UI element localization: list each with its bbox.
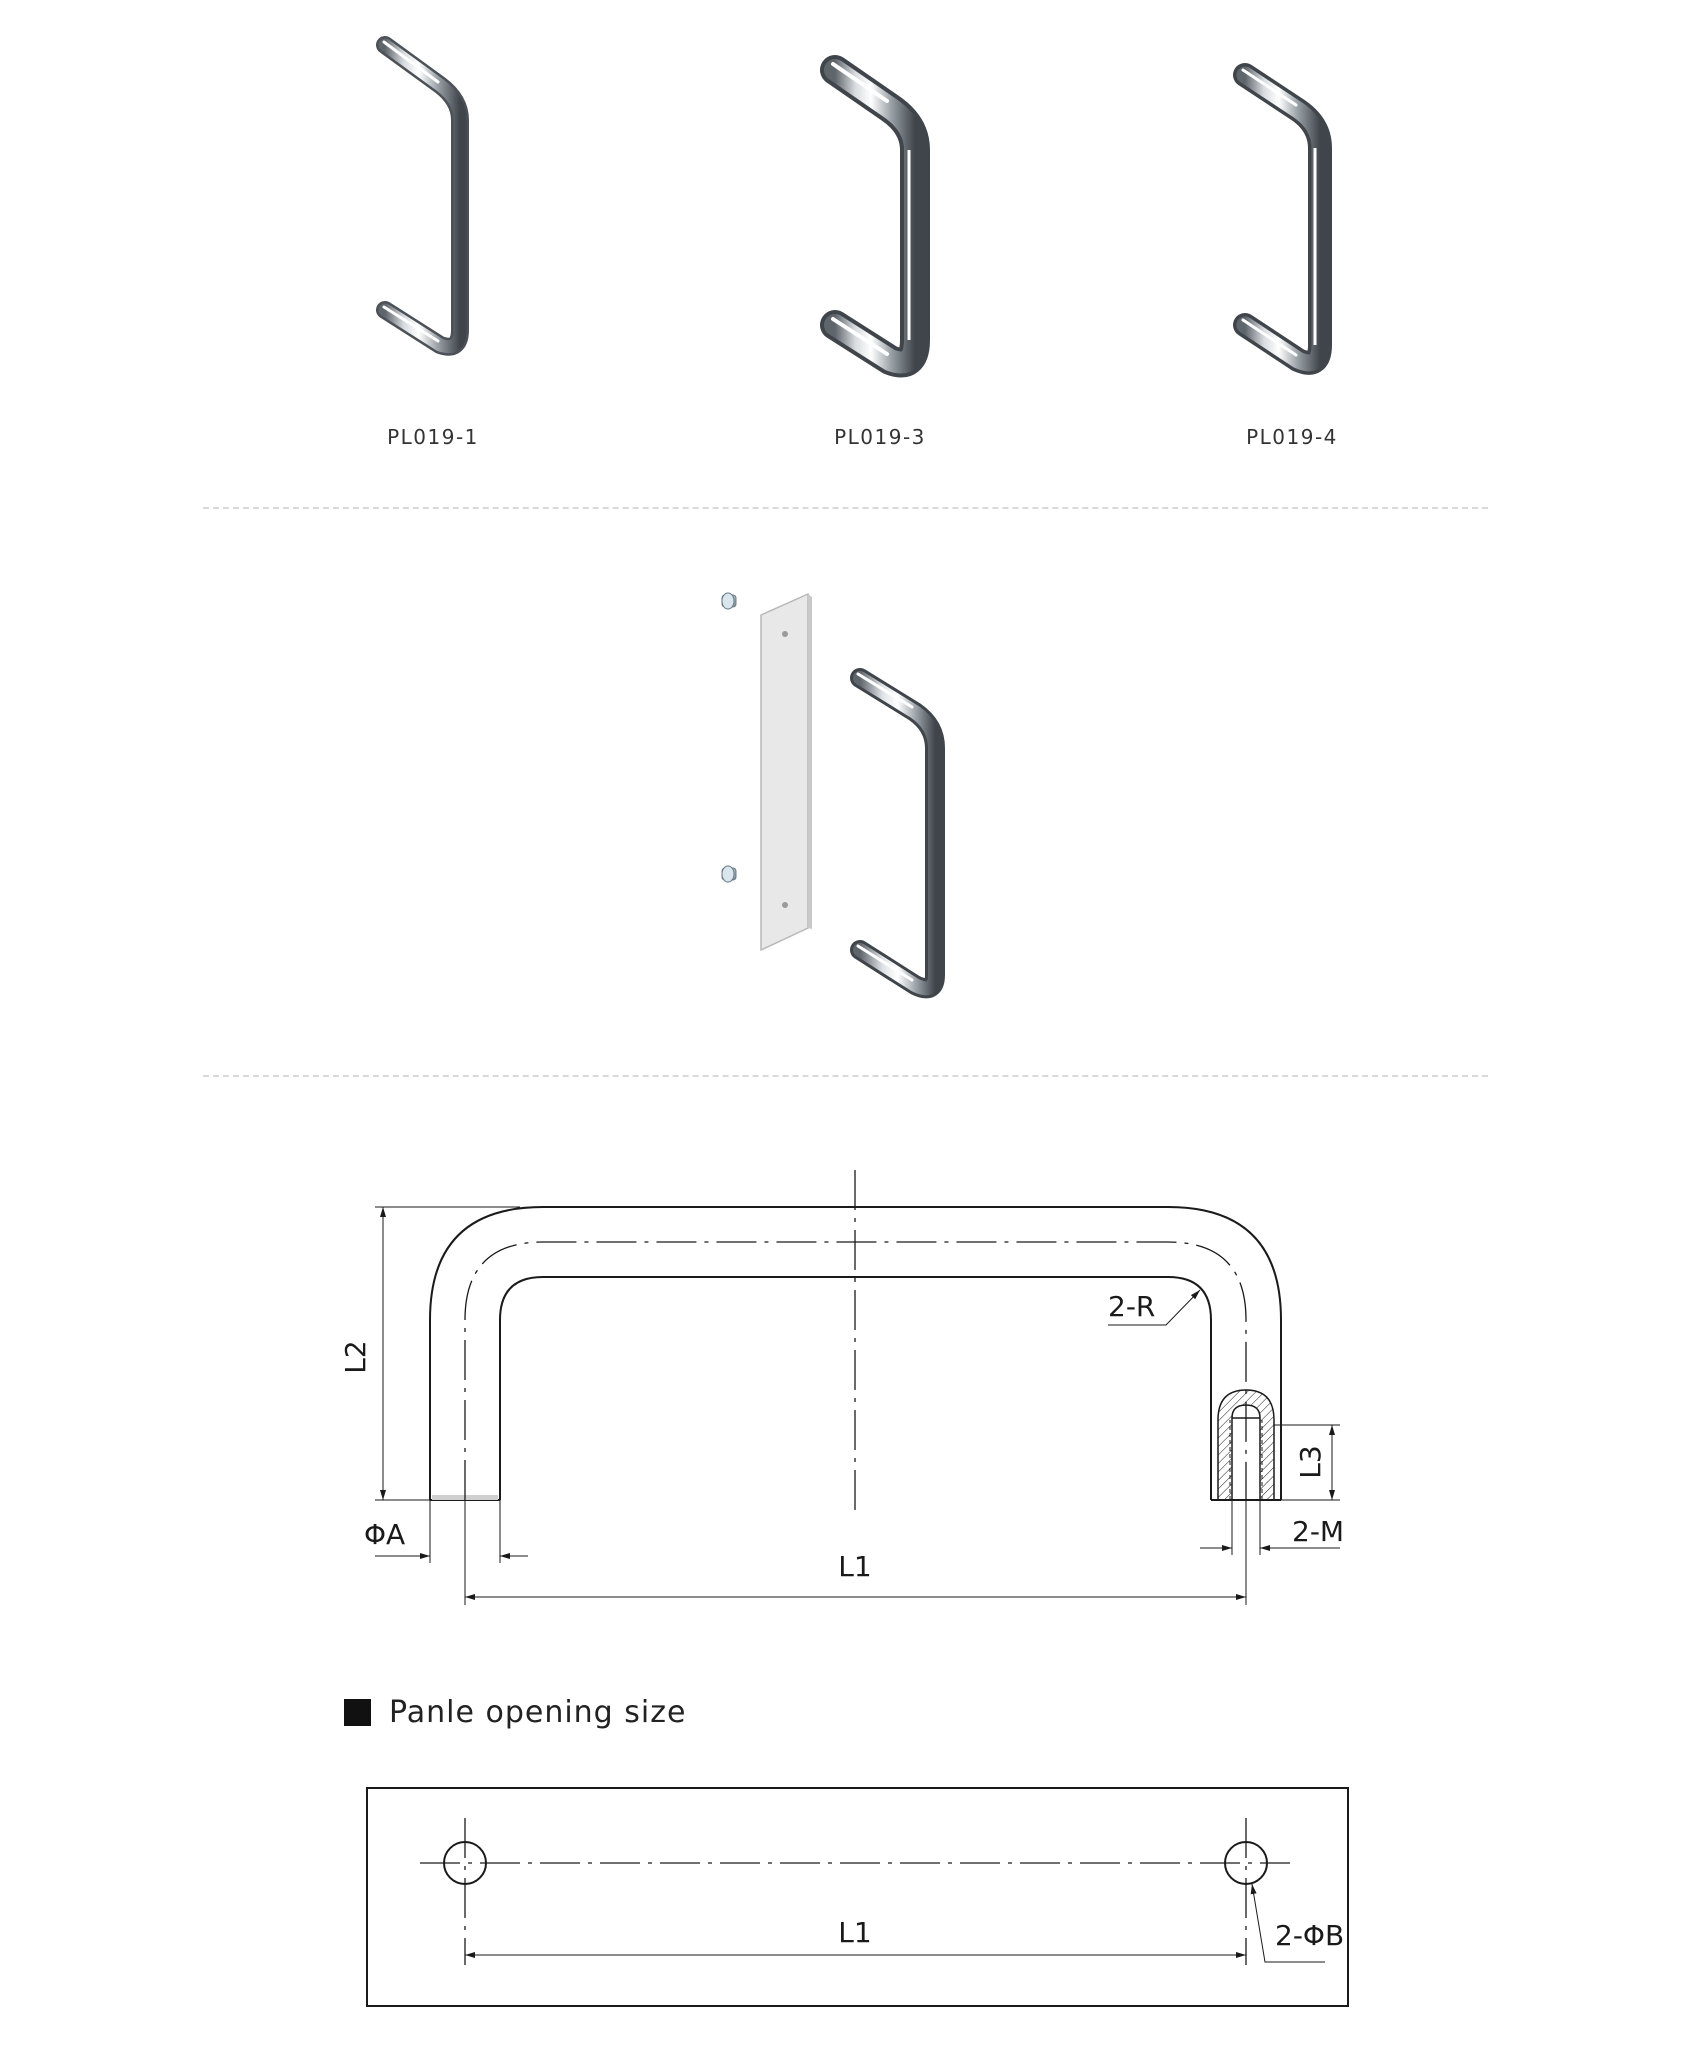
handle-assembly-image: [850, 668, 945, 999]
panel-opening-heading: Panle opening size: [344, 1695, 686, 1730]
product-code-pl019-4: PL019-4: [1246, 425, 1338, 449]
mounting-hole-right: [1224, 1841, 1268, 1885]
assembly-image: [721, 592, 945, 999]
dim-label-l1: L1: [838, 1550, 871, 1583]
panel-label-l1: L1: [838, 1916, 871, 1949]
product-photos: [376, 36, 1332, 378]
dim-label-l3: L3: [1294, 1445, 1327, 1478]
heading-bullet-icon: [344, 1699, 371, 1726]
dim-label-l2: L2: [339, 1340, 372, 1373]
panel-opening-title: Panle opening size: [389, 1695, 687, 1730]
panel-label-holes: 2-ΦB: [1275, 1919, 1344, 1952]
dim-label-diameter: ΦA: [364, 1518, 405, 1551]
screw-icon: [721, 592, 737, 610]
mounting-hole-left: [443, 1841, 487, 1885]
handle-pl019-1-image: [376, 36, 469, 356]
screw-icon: [721, 865, 737, 883]
product-code-pl019-1: PL019-1: [387, 425, 479, 449]
handle-pl019-4-image: [1233, 63, 1332, 375]
dim-label-thread: 2-M: [1292, 1515, 1344, 1548]
panel-opening-drawing: L1 2-ΦB: [366, 1787, 1349, 2007]
section-divider-middle: [203, 1075, 1488, 1077]
handle-pl019-3-image: [820, 55, 930, 378]
back-plate-image: [760, 592, 812, 952]
product-code-pl019-3: PL019-3: [834, 425, 926, 449]
section-divider-top: [203, 507, 1488, 509]
dim-label-radius: 2-R: [1108, 1290, 1155, 1323]
